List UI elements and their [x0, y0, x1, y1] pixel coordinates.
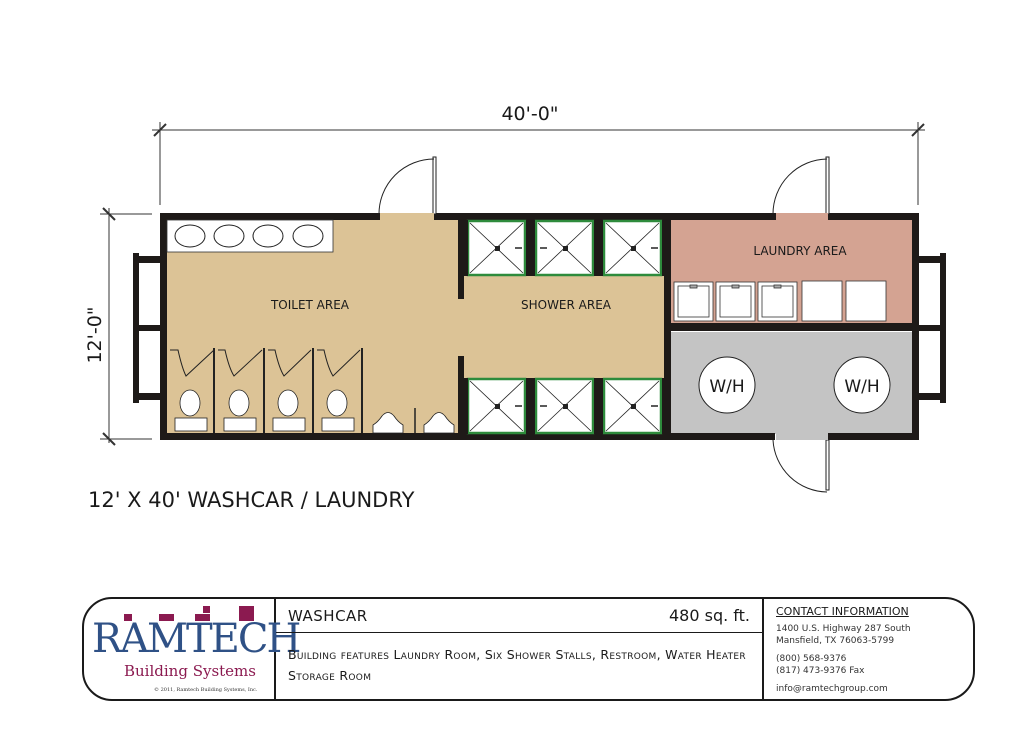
- toilet-area-label: TOILET AREA: [270, 298, 350, 312]
- left-stairs: [133, 253, 160, 403]
- laundry-machines: [673, 280, 887, 322]
- building-area: 480 sq. ft.: [669, 606, 750, 625]
- dryer-icon: [801, 280, 843, 322]
- building-name: WASHCAR: [288, 607, 368, 625]
- dryer-icon: [845, 280, 887, 322]
- title-block: RAMTECH Building Systems © 2011, Ramtech…: [82, 597, 975, 701]
- sink-counter: [166, 219, 334, 253]
- logo-square-icon: [239, 606, 254, 621]
- water-heater-icon: [698, 356, 756, 414]
- sink-icon: [292, 224, 324, 248]
- logo-copyright: © 2011, Ramtech Building Systems, Inc.: [154, 687, 258, 693]
- description-panel: WASHCAR 480 sq. ft. Building features La…: [276, 599, 764, 699]
- exterior-walls: [160, 213, 919, 440]
- logo-square-icon: [159, 614, 174, 621]
- height-dimension-label: 12'-0": [84, 306, 106, 363]
- height-dimension: [100, 207, 152, 446]
- shower-area-label: SHOWER AREA: [521, 298, 612, 312]
- width-dimension-label: 40'-0": [501, 103, 558, 125]
- sink-icon: [174, 224, 206, 248]
- contact-heading: CONTACT INFORMATION: [776, 605, 909, 618]
- water-heater-label: W/H: [709, 377, 744, 397]
- urinal-icons: [372, 412, 455, 434]
- logo-square-icon: [195, 614, 210, 621]
- water-heater-icon: [833, 356, 891, 414]
- door-water-heater: [772, 433, 830, 493]
- logo-subtitle: Building Systems: [124, 662, 256, 680]
- sink-icon: [252, 224, 284, 248]
- contact-address-line-1: 1400 U.S. Highway 287 South: [776, 624, 911, 634]
- width-dimension: [152, 122, 925, 205]
- door-toilet-entry: [378, 156, 437, 220]
- contact-fax: (817) 473-9376 Fax: [776, 666, 865, 676]
- toilet-icons: [174, 389, 355, 432]
- description-header: WASHCAR 480 sq. ft.: [276, 599, 762, 633]
- plan-title: 12' X 40' WASHCAR / LAUNDRY: [88, 488, 415, 512]
- toilet-stalls: [170, 348, 416, 433]
- contact-information: CONTACT INFORMATION 1400 U.S. Highway 28…: [774, 599, 974, 699]
- sink-icon: [213, 224, 245, 248]
- laundry-area-label: LAUNDRY AREA: [753, 244, 847, 258]
- water-heater-label: W/H: [844, 377, 879, 397]
- contact-phone: (800) 568-9376: [776, 654, 847, 664]
- floor-plan: 40'-0" 12'-0": [84, 103, 946, 512]
- contact-email[interactable]: info@ramtechgroup.com: [776, 684, 888, 694]
- logo-square-icon: [203, 606, 210, 613]
- ramtech-logo: RAMTECH Building Systems © 2011, Ramtech…: [84, 599, 301, 699]
- building-description: Building features Laundry Room, Six Show…: [288, 647, 746, 683]
- contact-address-line-2: Mansfield, TX 76063-5799: [776, 636, 895, 646]
- logo-wordmark: RAMTECH: [92, 616, 301, 662]
- right-stairs: [919, 253, 946, 403]
- logo-square-icon: [124, 614, 132, 621]
- shower-stalls: [464, 219, 665, 435]
- door-laundry-entry: [772, 156, 830, 220]
